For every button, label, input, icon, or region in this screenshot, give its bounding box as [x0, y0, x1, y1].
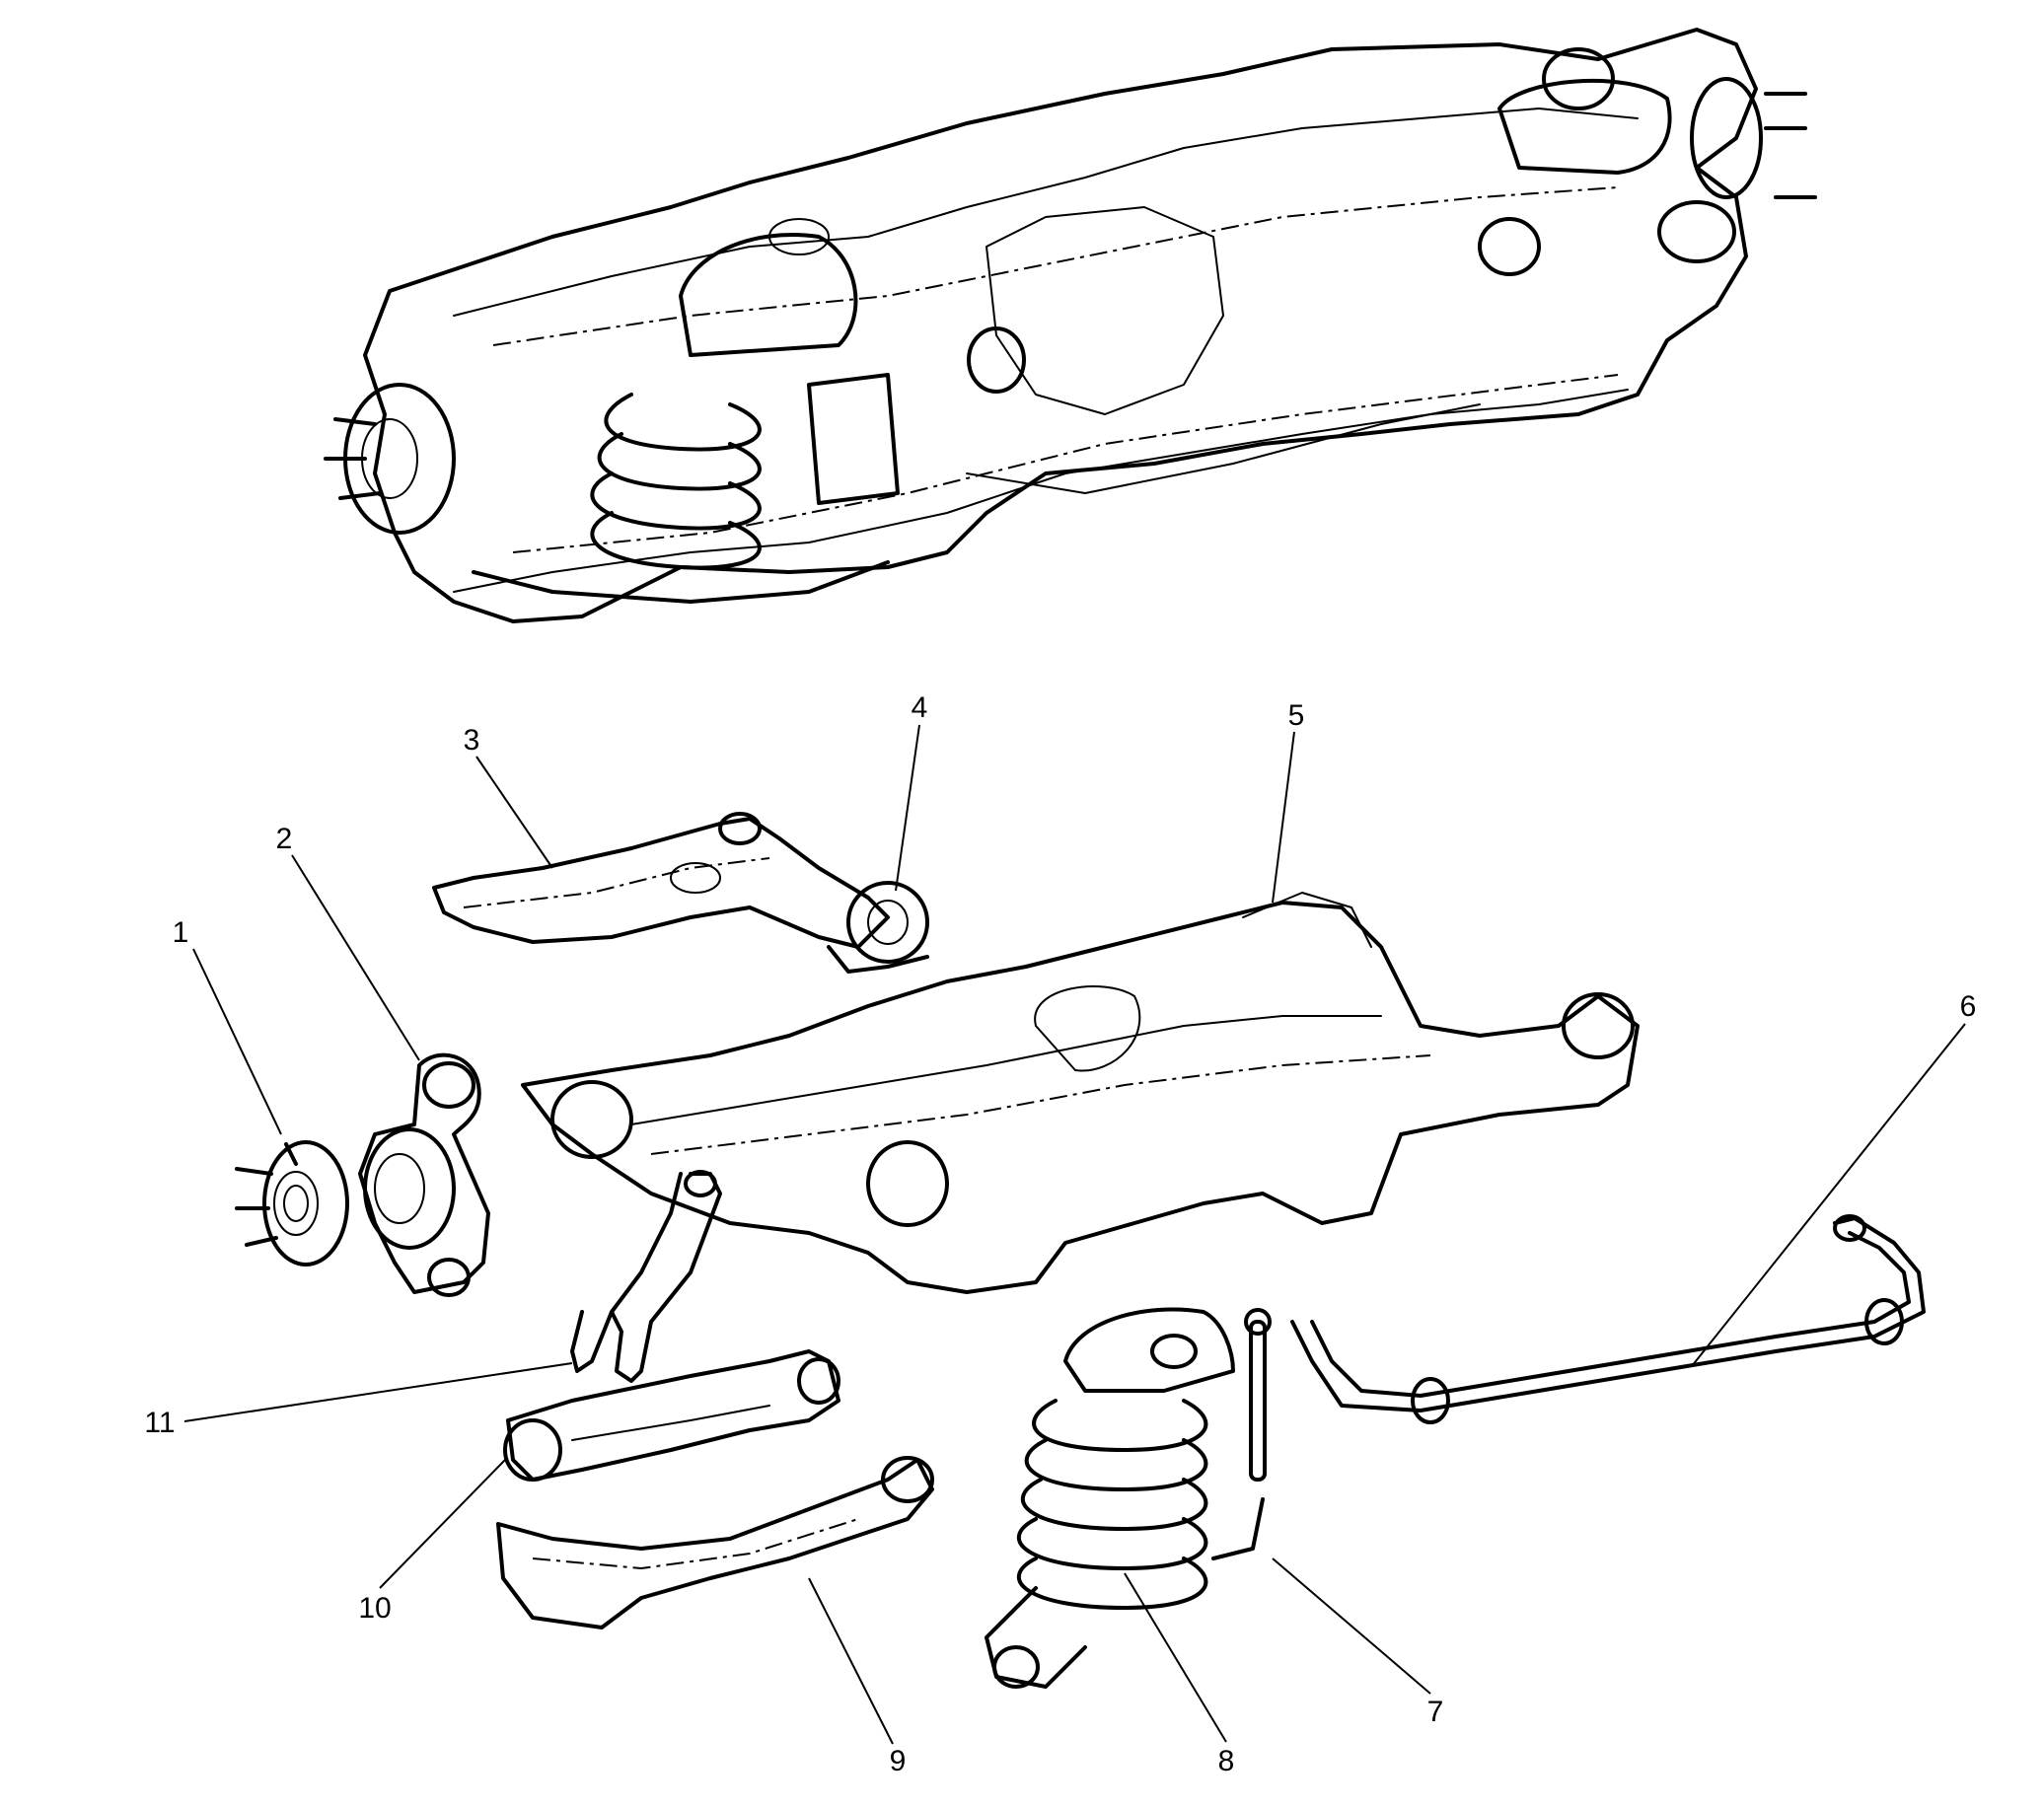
callout-6: 6 [1960, 990, 1977, 1023]
stabilizer-bar-part [1290, 1214, 1926, 1424]
bushing-part [827, 881, 929, 974]
leader-4 [895, 724, 920, 892]
leader-9 [808, 1577, 894, 1745]
leader-1 [192, 948, 282, 1135]
callout-3: 3 [464, 724, 480, 757]
crossmember-frame-part [521, 892, 1640, 1294]
leader-10 [379, 1459, 506, 1589]
leader-6 [1691, 1023, 1966, 1367]
callout-2: 2 [276, 823, 293, 855]
leader-lines [183, 724, 1966, 1745]
trailing-link-part [570, 1170, 722, 1383]
strut-spring-assembly-part [985, 1307, 1235, 1689]
assembled-rear-suspension [324, 28, 1817, 623]
callout-10: 10 [358, 1592, 391, 1625]
knuckle-part [358, 1052, 490, 1297]
leader-3 [475, 756, 553, 869]
callout-5: 5 [1288, 699, 1305, 732]
callout-4: 4 [912, 691, 928, 724]
leader-7 [1272, 1557, 1431, 1695]
callout-7: 7 [1427, 1696, 1444, 1728]
lower-control-arm-part [496, 1456, 934, 1629]
wheel-hub-part [235, 1140, 349, 1267]
leader-5 [1272, 731, 1295, 904]
callout-1: 1 [173, 916, 189, 949]
leader-2 [291, 854, 420, 1061]
callout-9: 9 [890, 1745, 907, 1777]
callout-8: 8 [1218, 1745, 1235, 1777]
stabilizer-link-part [1211, 1308, 1272, 1560]
leader-8 [1124, 1572, 1227, 1743]
leader-11 [183, 1362, 573, 1422]
toe-link-part [503, 1349, 840, 1482]
callouts: 1 2 3 4 5 6 7 8 9 10 11 [144, 691, 1976, 1777]
callout-11: 11 [144, 1407, 175, 1439]
upper-control-arm-part [432, 812, 890, 949]
